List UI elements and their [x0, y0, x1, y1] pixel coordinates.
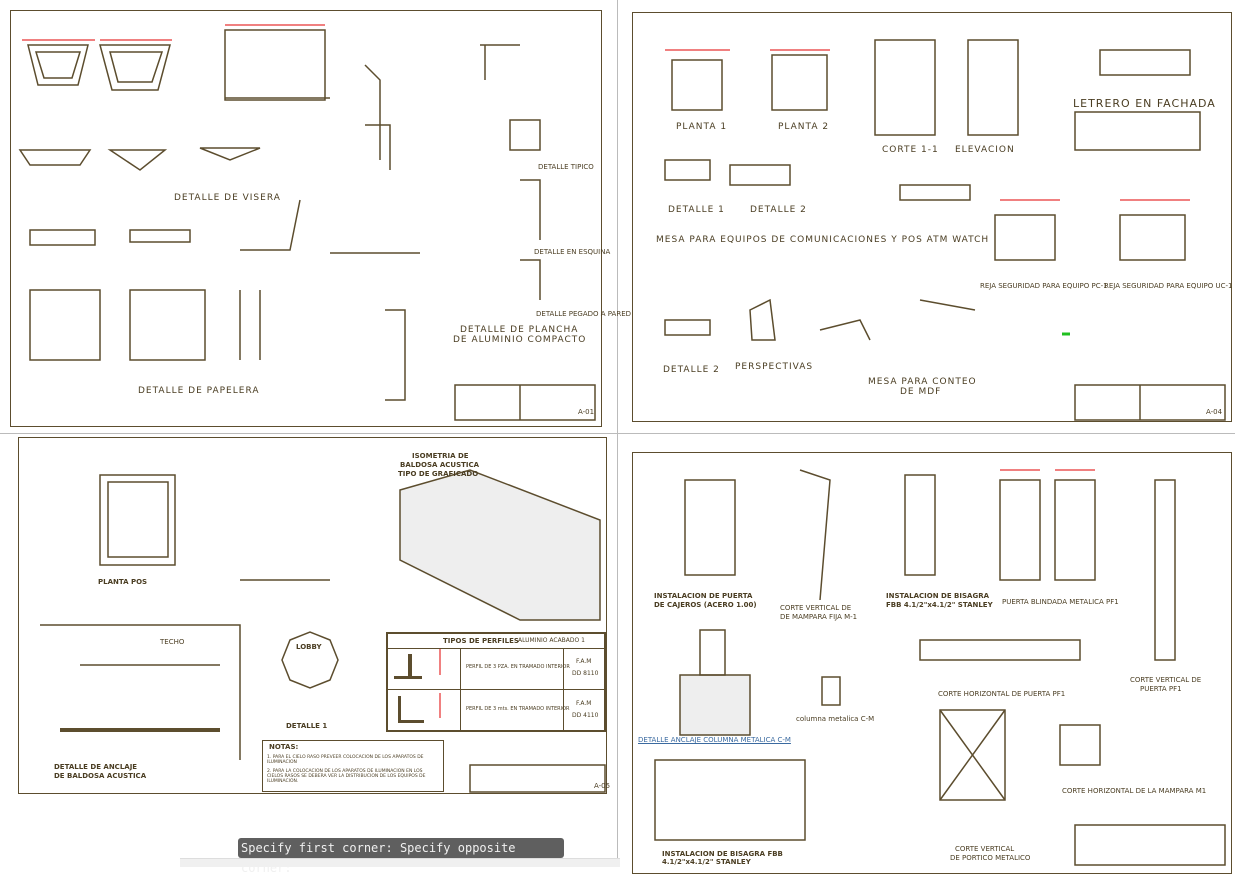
label-corte-portico-2: DE PORTICO METALICO	[950, 854, 1031, 862]
label-puerta-cajeros-1: INSTALACION DE PUERTA	[654, 592, 753, 600]
notes-title: NOTAS:	[269, 743, 299, 751]
label-corte-mampara-m1: CORTE HORIZONTAL DE LA MAMPARA M1	[1062, 787, 1207, 795]
label-bisagra2-1: INSTALACION DE BISAGRA FBB	[662, 850, 783, 858]
label-mesa-conteo-2: DE MDF	[900, 387, 942, 397]
label-reja-uc: REJA SEGURIDAD PARA EQUIPO UC-1	[1104, 282, 1233, 290]
label-corte-mampara-1: CORTE VERTICAL DE	[780, 604, 852, 612]
label-mesa-conteo-1: MESA PARA CONTEO	[868, 377, 977, 387]
profile-row-1-code-2: DD 8110	[572, 670, 599, 677]
label-letrero-fachada: LETRERO EN FACHADA	[1073, 97, 1216, 110]
command-line-prompt: Specify first corner: Specify opposite c…	[238, 838, 564, 875]
label-detalle-pegado: DETALLE PEGADO A PARED	[536, 310, 632, 318]
profiles-table-title: TIPOS DE PERFILES	[443, 637, 519, 645]
label-corte-1-1: CORTE 1-1	[882, 145, 939, 155]
label-isometria-3: TIPO DE GRAFICADO	[398, 470, 479, 478]
label-isometria-2: BALDOSA ACUSTICA	[400, 461, 480, 469]
label-techo: TECHO	[160, 638, 185, 646]
note-2: 2. PARA LA COLOCACION DE LOS APARATOS DE…	[267, 769, 426, 784]
note-1: 1. PARA EL CIELO RASO PREVEER COLOCACION…	[267, 755, 424, 765]
label-corte-portico-1: CORTE VERTICAL	[955, 845, 1015, 853]
sheet-number-2: A-04	[1206, 408, 1223, 416]
label-perspectivas: PERSPECTIVAS	[735, 362, 814, 372]
label-corte-horizontal-pf1: CORTE HORIZONTAL DE PUERTA PF1	[938, 690, 1066, 698]
profile-row-2-code-1: F.A.M	[576, 700, 592, 707]
viewport-divider-horizontal[interactable]	[0, 433, 1235, 434]
sheet-number-3: A-05	[594, 782, 611, 790]
profiles-table: TIPOS DE PERFILES ALUMINIO ACABADO 1 PER…	[386, 632, 606, 732]
label-anclaje-1: DETALLE DE ANCLAJE	[54, 763, 138, 771]
notes-box: NOTAS: 1. PARA EL CIELO RASO PREVEER COL…	[262, 740, 444, 792]
profile-row-2-desc: PERFIL DE 3 mts. EN TRAMADO INTERIOR	[466, 706, 570, 712]
profile-row-2-code-2: DD 4110	[572, 712, 599, 719]
label-bisagra-1: INSTALACION DE BISAGRA	[886, 592, 990, 600]
label-bisagra-2: FBB 4.1/2"x4.1/2" STANLEY	[886, 601, 993, 609]
title-detalle-plancha-2: DE ALUMINIO COMPACTO	[453, 335, 587, 345]
profiles-table-subtitle: ALUMINIO ACABADO 1	[518, 637, 585, 644]
label-detalle-2b: DETALLE 2	[663, 365, 720, 375]
label-columna-metalica: columna metalica C-M	[796, 715, 875, 723]
label-planta-2: PLANTA 2	[778, 122, 830, 132]
label-lobby: LOBBY	[296, 643, 322, 651]
label-anclaje-columna: DETALLE ANCLAJE COLUMNA METALICA C-M	[638, 736, 791, 744]
label-puerta-cajeros-2: DE CAJEROS (ACERO 1.00)	[654, 601, 757, 609]
label-detalle-1-s3: DETALLE 1	[286, 722, 328, 730]
label-planta-pos: PLANTA POS	[98, 578, 148, 586]
label-planta-1: PLANTA 1	[676, 122, 728, 132]
label-corte-mampara-2: DE MAMPARA FIJA M-1	[780, 613, 858, 621]
label-anclaje-2: DE BALDOSA ACUSTICA	[54, 772, 147, 780]
label-isometria-1: ISOMETRIA DE	[412, 452, 469, 460]
profile-row-1-code-1: F.A.M	[576, 658, 592, 665]
title-detalle-visera: DETALLE DE VISERA	[174, 193, 281, 203]
label-corte-vertical-pf1-1: CORTE VERTICAL DE	[1130, 676, 1202, 684]
label-detalle-2: DETALLE 2	[750, 205, 807, 215]
label-detalle-tipico: DETALLE TIPICO	[538, 163, 594, 171]
label-mesa-equipos: MESA PARA EQUIPOS DE COMUNICACIONES Y PO…	[656, 235, 990, 245]
command-bar[interactable]	[180, 858, 620, 867]
sheet-2[interactable]	[632, 12, 1232, 422]
title-detalle-plancha-1: DETALLE DE PLANCHA	[460, 325, 579, 335]
sheet-4[interactable]	[632, 452, 1232, 874]
label-elevacion: ELEVACION	[955, 145, 1015, 155]
profile-row-1-desc: PERFIL DE 3 PZA. EN TRAMADO INTERIOR	[466, 664, 570, 670]
label-reja-pc: REJA SEGURIDAD PARA EQUIPO PC-1	[980, 282, 1108, 290]
label-bisagra2-2: 4.1/2"x4.1/2" STANLEY	[662, 858, 751, 866]
label-puerta-blindada: PUERTA BLINDADA METALICA PF1	[1002, 598, 1119, 606]
title-detalle-papelera: DETALLE DE PAPELERA	[138, 386, 260, 396]
sheet-number-1: A-01	[578, 408, 595, 416]
label-detalle-esquina: DETALLE EN ESQUINA	[534, 248, 611, 256]
label-detalle-1: DETALLE 1	[668, 205, 725, 215]
label-corte-vertical-pf1-2: PUERTA PF1	[1140, 685, 1182, 693]
